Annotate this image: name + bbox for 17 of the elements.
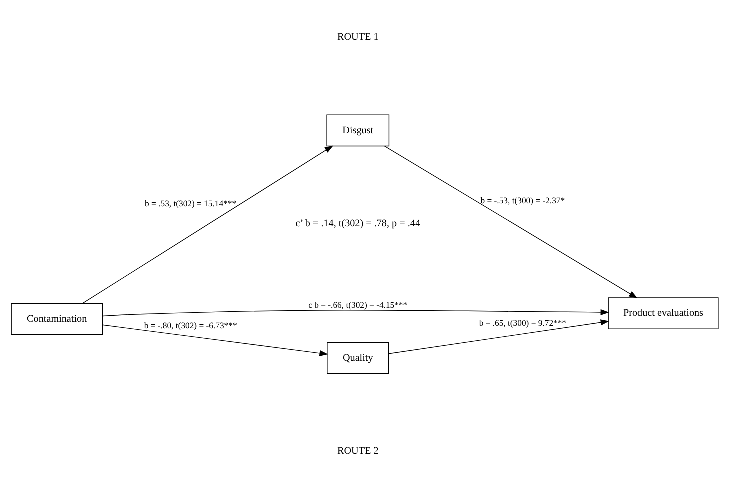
arrow <box>102 324 328 356</box>
node-box: Product evaluations <box>608 297 719 329</box>
arrow <box>102 308 610 316</box>
edge-label: b = .53, t(302) = 15.14*** <box>145 198 237 208</box>
edge-label: b = .65, t(300) = 9.72*** <box>479 318 567 328</box>
arrow <box>82 145 334 304</box>
edge-label: b = -.80, t(302) = -6.73*** <box>144 320 238 330</box>
node-box: Quality <box>327 342 390 374</box>
node-box: Contamination <box>11 302 103 335</box>
label: ROUTE 2 <box>337 446 379 457</box>
node-box: Disgust <box>326 114 390 146</box>
arrow <box>384 145 638 298</box>
label: ROUTE 1 <box>337 32 379 43</box>
edge-label: c b = -.66, t(302) = -4.15*** <box>308 300 408 310</box>
label: c’ b = .14, t(302) = .78, p = .44 <box>296 218 420 230</box>
edge-label: b = -.53, t(300) = -2.37* <box>480 194 566 205</box>
arrow <box>388 319 610 354</box>
